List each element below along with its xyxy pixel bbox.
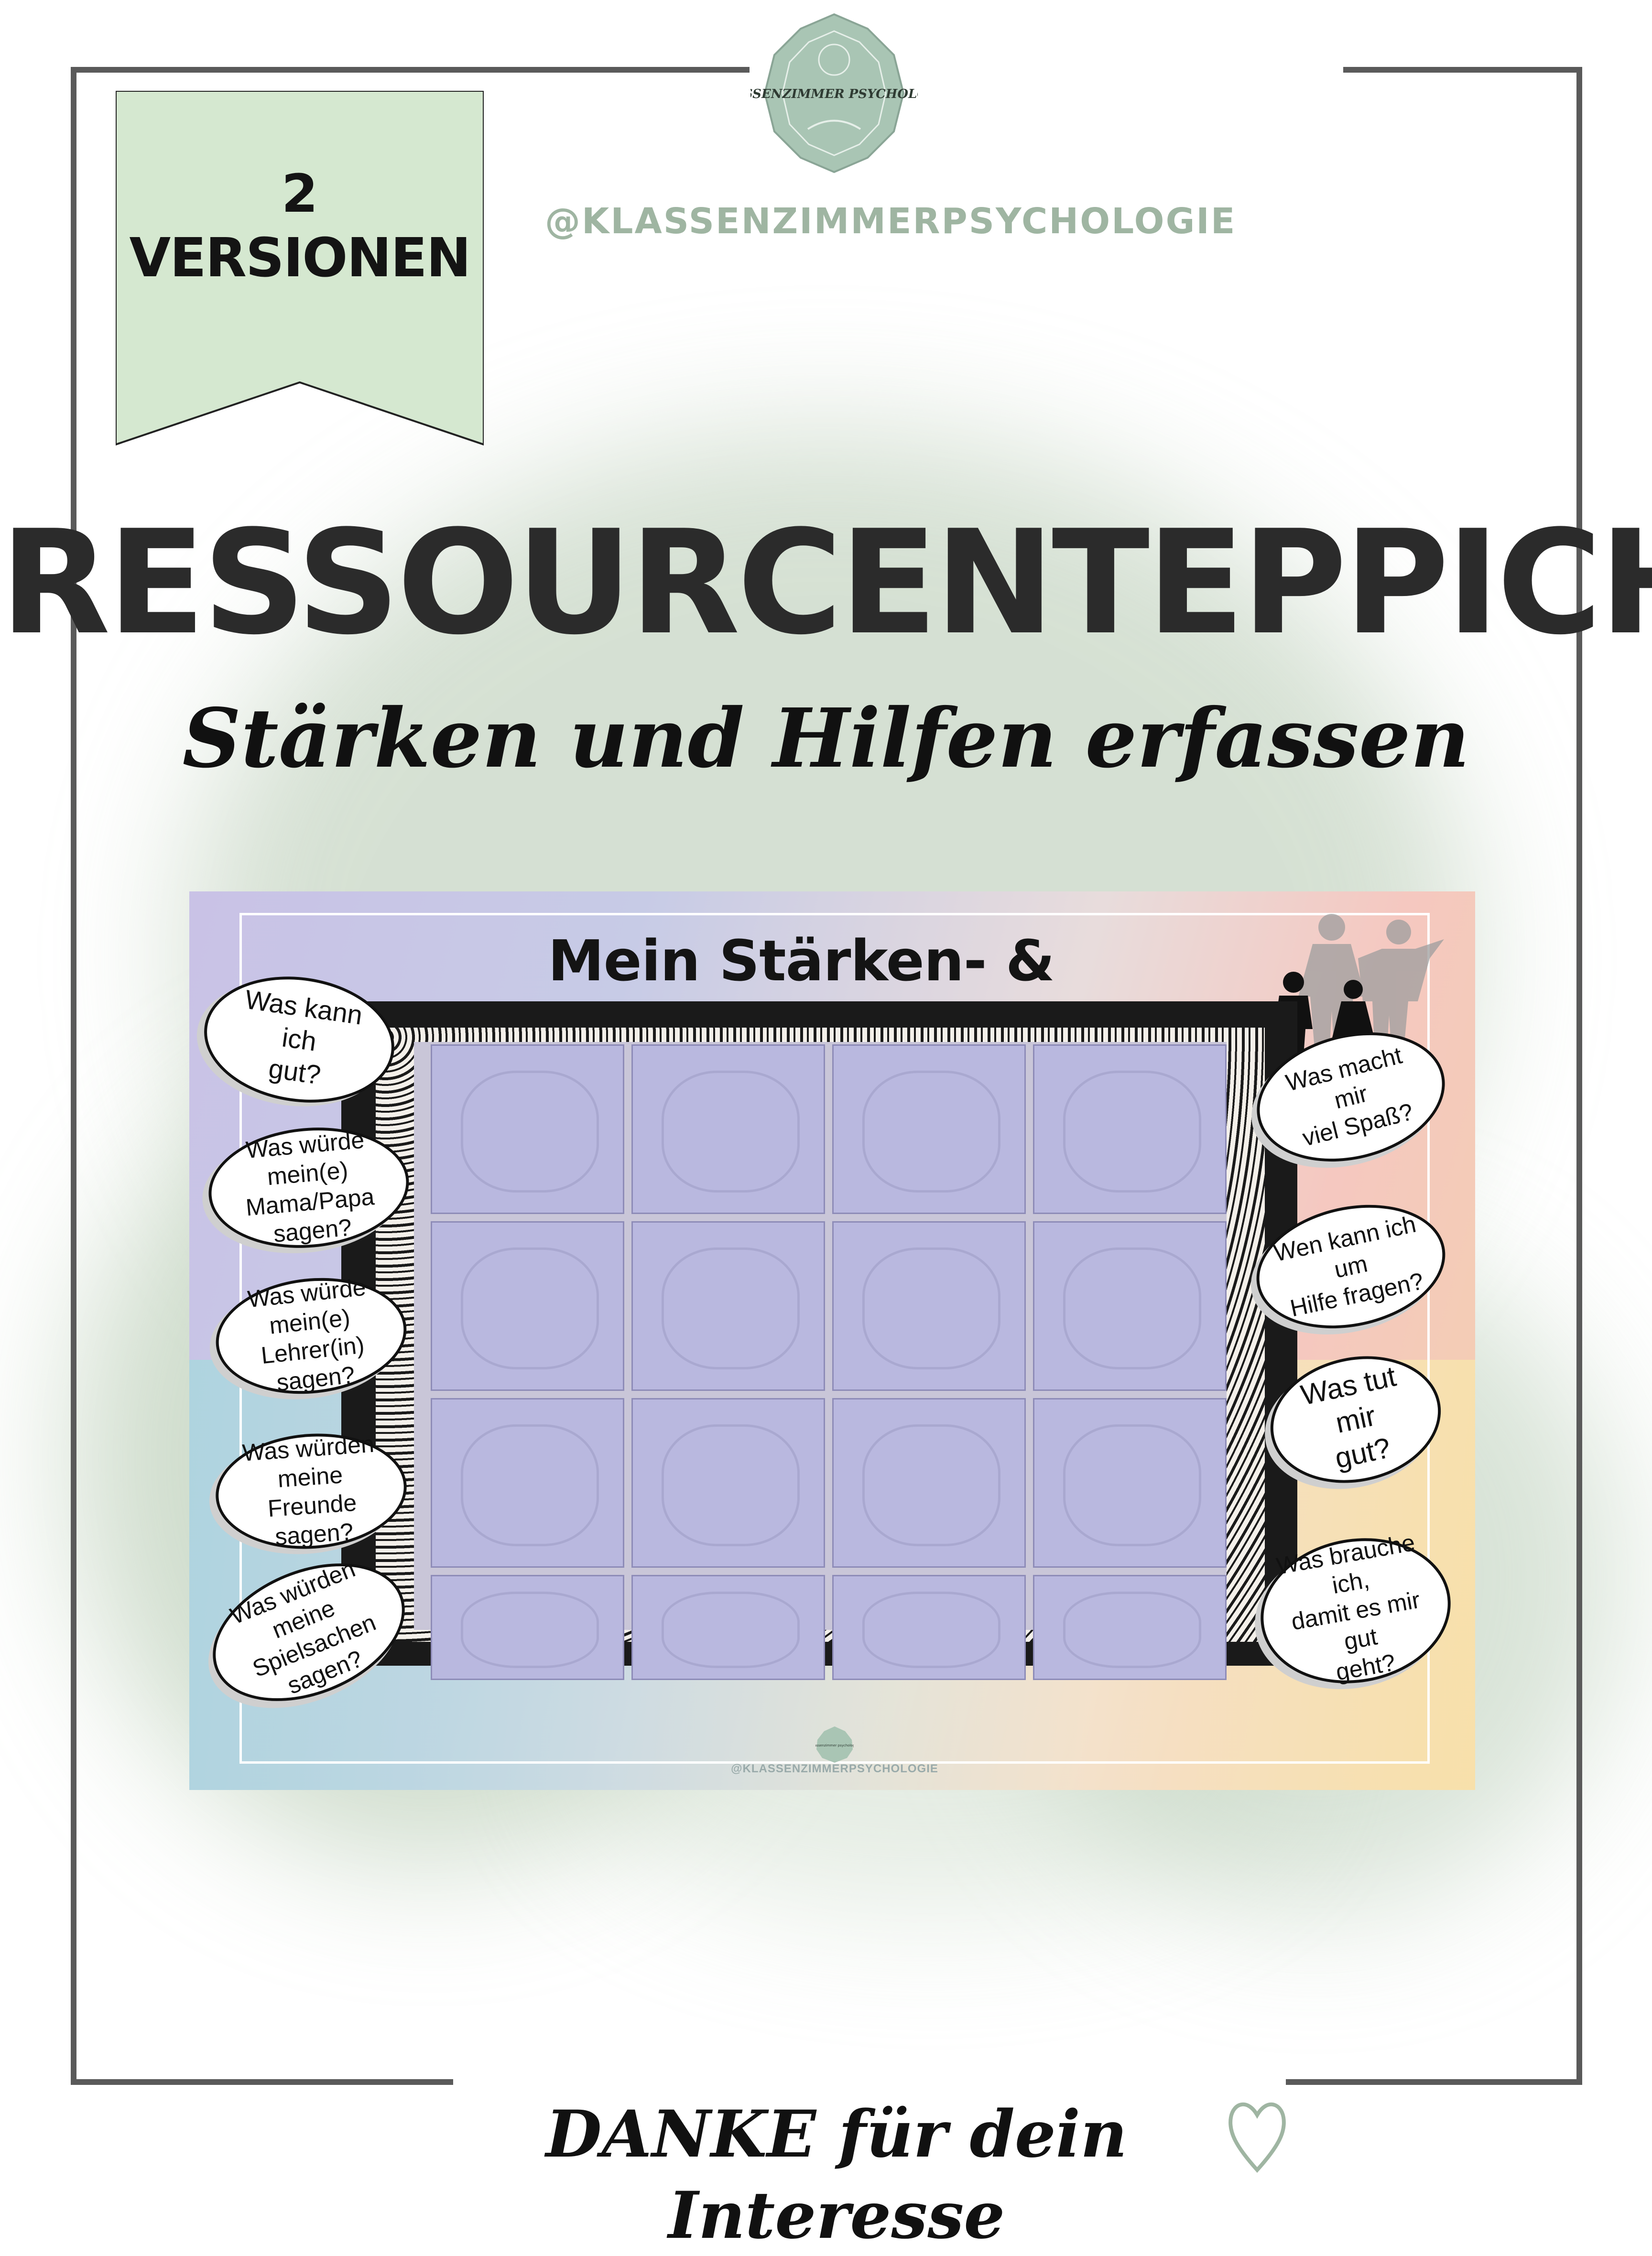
banner-number: 2 — [281, 163, 318, 224]
speech-bubble-left-3: Was würde mein(e)Lehrer(in) sagen? — [210, 1269, 413, 1403]
heart-icon — [1228, 2102, 1286, 2173]
rug-cell[interactable] — [631, 1221, 825, 1391]
rug-cell[interactable] — [832, 1044, 1026, 1214]
brand-logo: KLASSENZIMMER PSYCHOLOGIE — [750, 13, 918, 174]
rug-cell[interactable] — [832, 1575, 1026, 1680]
page-subtitle: Stärken und Hilfen erfassen — [182, 691, 1470, 786]
rug-cell[interactable] — [631, 1044, 825, 1214]
rug-cell[interactable] — [832, 1398, 1026, 1568]
rug-cell[interactable] — [431, 1398, 624, 1568]
page-title: RESSOURCENTEPPICH — [0, 499, 1652, 666]
mini-brand-logo: klassenzimmer psychologie — [815, 1726, 854, 1763]
rug-cell[interactable] — [832, 1221, 1026, 1391]
mini-logo-text: klassenzimmer psychologie — [815, 1744, 854, 1747]
rug-cell[interactable] — [631, 1398, 825, 1568]
rug-cell[interactable] — [631, 1575, 825, 1680]
worksheet-preview: Mein Stärken- & Hilfenteppich — [189, 891, 1475, 1790]
rug-cell[interactable] — [431, 1575, 624, 1680]
rug-cell[interactable] — [1033, 1575, 1227, 1680]
mini-social-handle: @KLASSENZIMMERPSYCHOLOGIE — [731, 1762, 938, 1775]
social-handle: @KLASSENZIMMERPSYCHOLOGIE — [545, 201, 1237, 242]
thanks-message: DANKE für dein Interesse — [545, 2096, 1128, 2253]
rug-cell[interactable] — [1033, 1044, 1227, 1214]
banner-text: 2 VERSIONEN — [116, 163, 484, 292]
rug-cell[interactable] — [431, 1044, 624, 1214]
logo-text: KLASSENZIMMER PSYCHOLOGIE — [750, 87, 918, 101]
banner-label: VERSIONEN — [129, 227, 471, 289]
rug-cell[interactable] — [1033, 1398, 1227, 1568]
speech-bubble-left-2: Was würde mein(e)Mama/Papa sagen? — [203, 1119, 414, 1256]
rug-cell[interactable] — [431, 1221, 624, 1391]
versions-banner — [116, 91, 484, 446]
rug-cell[interactable] — [1033, 1221, 1227, 1391]
